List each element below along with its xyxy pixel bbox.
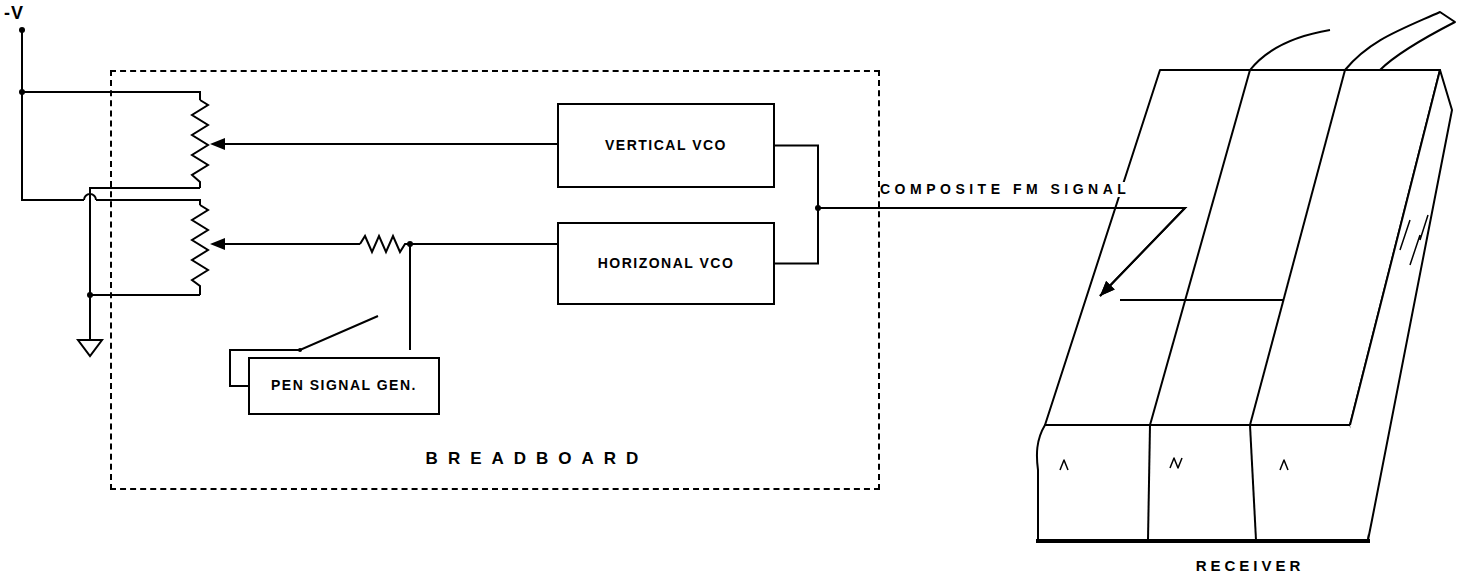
ground-symbol <box>78 340 102 356</box>
vco-box: VERTICAL VCO <box>557 103 775 188</box>
supply-label: -V <box>4 4 24 24</box>
wiper-wire <box>224 143 557 145</box>
potentiometer-symbol <box>192 100 208 188</box>
receiver-seam <box>1250 70 1345 425</box>
paper-strip <box>1250 30 1330 70</box>
ground-wire <box>90 294 200 296</box>
receiver-device: RECEIVER <box>1030 296 1450 580</box>
box-label: BREADBOARD <box>426 450 649 469</box>
resistor-symbol <box>360 236 410 252</box>
receiver-front <box>1037 425 1368 540</box>
wiper-wire <box>224 243 360 245</box>
box-label: VERTICAL VCO <box>605 138 727 153</box>
box-label: HORIZONAL VCO <box>598 256 735 271</box>
wiper-arrow <box>210 238 225 250</box>
wiper-arrow <box>210 138 225 150</box>
receiver-side <box>1350 70 1452 540</box>
vco-box: HORIZONAL VCO <box>557 222 775 305</box>
receiver-seam <box>1250 425 1256 540</box>
receiver-illustration <box>1036 12 1455 541</box>
supply-wire <box>22 30 84 200</box>
scribble-marks <box>1060 458 1288 470</box>
signal-generator-box: PEN SIGNAL GEN. <box>248 357 440 415</box>
breadboard-outline: BREADBOARD VERTICAL VCO HORIZONAL VCO PEN S… <box>110 70 880 490</box>
potentiometer-symbol <box>192 205 208 295</box>
hatch-marks <box>1400 215 1428 265</box>
receiver-seam <box>1150 70 1250 425</box>
wires <box>22 30 557 340</box>
junction-dot <box>19 89 25 95</box>
junction-dot <box>87 292 93 298</box>
receiver-seam <box>1148 425 1150 540</box>
signal-wire <box>775 146 1185 297</box>
wire-path <box>775 146 1185 297</box>
signal-wire <box>775 208 1185 296</box>
symbols <box>19 27 413 298</box>
box-label: PEN SIGNAL GEN. <box>271 378 417 393</box>
arrow-head <box>1100 281 1115 296</box>
paper-strip <box>1345 12 1455 70</box>
signal-label: COMPOSITE FM SIGNAL <box>880 182 1130 197</box>
wire-path <box>775 208 1185 296</box>
terminal-dot <box>19 27 25 33</box>
receiver-seam <box>1120 299 1283 301</box>
ground-wire <box>90 188 200 340</box>
box-label: RECEIVER <box>1196 558 1305 575</box>
switch-pivot <box>298 348 302 352</box>
receiver-base <box>1036 539 1370 543</box>
